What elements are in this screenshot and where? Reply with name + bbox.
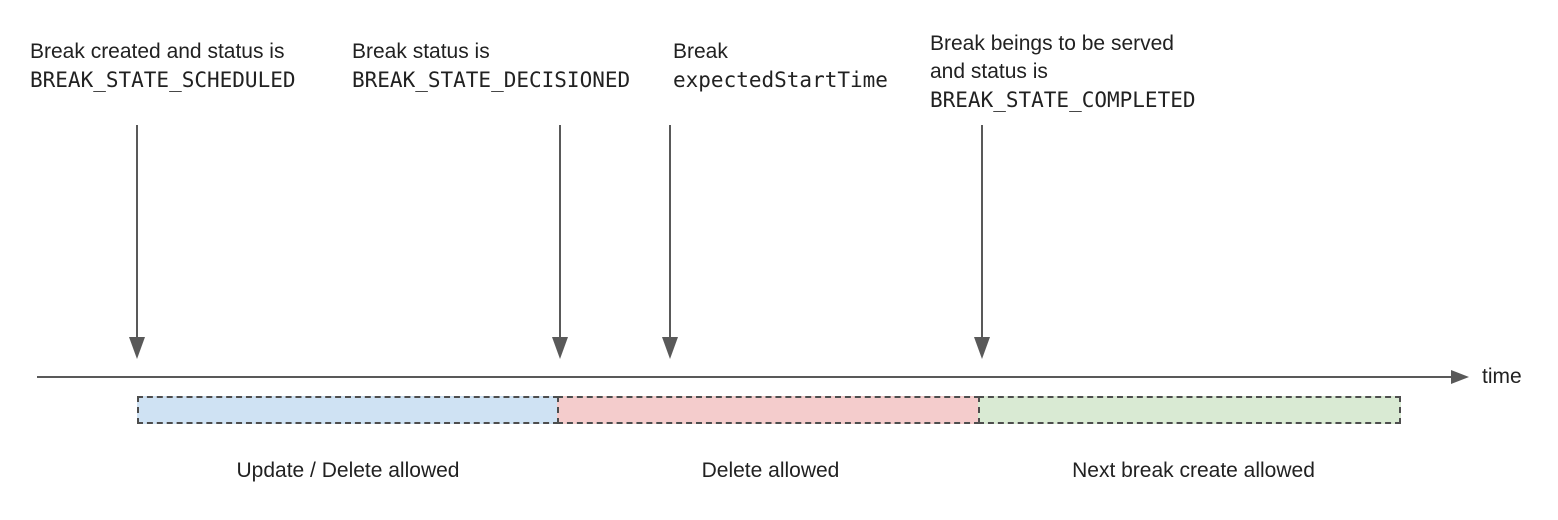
arrow-down-icon xyxy=(974,337,990,359)
segment-label-next-break: Next break create allowed xyxy=(1072,459,1315,482)
annotation-text: Break beings to be served xyxy=(930,32,1174,55)
segment-delete-allowed xyxy=(557,396,980,424)
annotation-code: BREAK_STATE_DECISIONED xyxy=(352,68,631,92)
annotation-text: Break status is xyxy=(352,40,490,63)
arrow-shaft xyxy=(669,125,671,337)
event-arrow-scheduled xyxy=(129,125,145,359)
event-arrow-decisioned xyxy=(552,125,568,359)
annotation-expected-start-time: Break expectedStartTime xyxy=(673,38,888,94)
annotation-break-completed: Break beings to be served and status is … xyxy=(930,30,1196,114)
period-bar xyxy=(137,396,1401,424)
time-axis-line xyxy=(37,376,1453,378)
arrow-shaft xyxy=(559,125,561,337)
arrow-down-icon xyxy=(129,337,145,359)
annotation-break-decisioned: Break status is BREAK_STATE_DECISIONED xyxy=(352,38,630,94)
arrow-shaft xyxy=(136,125,138,337)
annotation-break-scheduled: Break created and status is BREAK_STATE_… xyxy=(30,38,296,94)
annotation-text: Break xyxy=(673,40,728,63)
event-arrow-completed xyxy=(974,125,990,359)
annotation-code: BREAK_STATE_SCHEDULED xyxy=(30,68,296,92)
segment-next-break-create-allowed xyxy=(978,396,1401,424)
annotation-text: Break created and status is xyxy=(30,40,285,63)
time-axis-label: time xyxy=(1482,365,1522,388)
event-arrow-expected-start xyxy=(662,125,678,359)
segment-label-delete: Delete allowed xyxy=(701,459,840,482)
segment-label-update-delete: Update / Delete allowed xyxy=(236,459,460,482)
arrow-right-icon xyxy=(1451,370,1469,384)
segment-update-delete-allowed xyxy=(137,396,559,424)
annotation-text: and status is xyxy=(930,60,1048,83)
annotation-code: BREAK_STATE_COMPLETED xyxy=(930,88,1196,112)
arrow-shaft xyxy=(981,125,983,337)
arrow-down-icon xyxy=(662,337,678,359)
annotation-code: expectedStartTime xyxy=(673,68,888,92)
arrow-down-icon xyxy=(552,337,568,359)
